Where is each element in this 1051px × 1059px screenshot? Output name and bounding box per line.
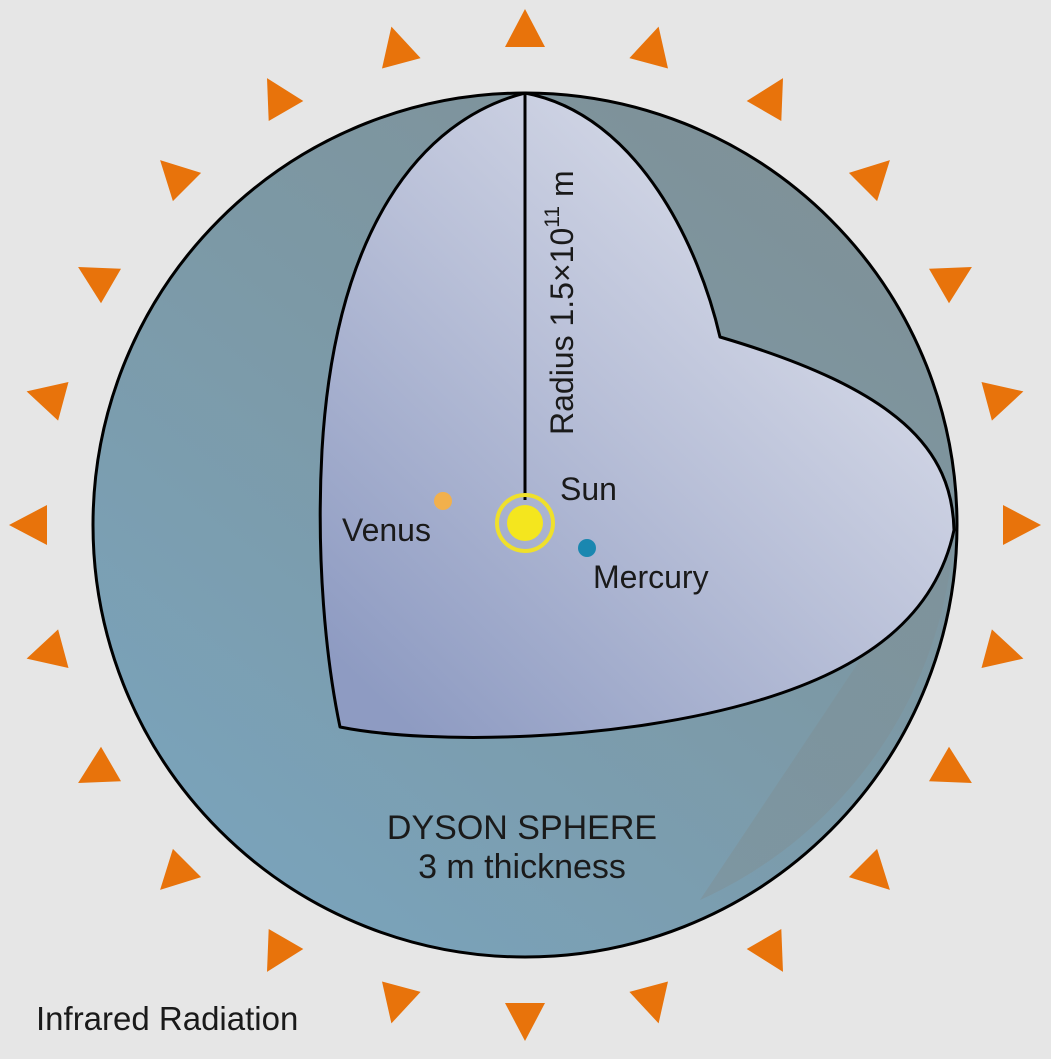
sun-dot [507, 505, 543, 541]
radiation-arrow-icon [160, 848, 202, 890]
radiation-arrow-icon [267, 78, 304, 121]
radius-label-unit: m [544, 170, 580, 206]
sphere-title: DYSON SPHERE [387, 809, 657, 847]
radiation-arrow-icon [929, 746, 972, 783]
radiation-arrow-icon [1003, 505, 1041, 545]
radiation-arrow-icon [629, 26, 668, 69]
sun-ring [495, 493, 555, 553]
sun-label: Sun [560, 471, 617, 507]
radiation-arrow-icon [505, 1003, 545, 1041]
cutaway-interior [318, 91, 956, 739]
radiation-arrows [9, 9, 1041, 1041]
radiation-arrow-icon [848, 160, 890, 202]
venus-dot [434, 492, 452, 510]
radius-label-prefix: Radius 1.5×10 [544, 228, 580, 435]
radiation-arrow-icon [629, 981, 668, 1024]
radius-label-exponent: 11 [541, 206, 564, 228]
mercury-dot [578, 539, 596, 557]
radiation-arrow-icon [981, 629, 1024, 668]
venus-label: Venus [342, 512, 431, 548]
radiation-arrow-icon [267, 929, 304, 972]
mercury-label: Mercury [593, 559, 709, 595]
radiation-arrow-icon [9, 505, 47, 545]
radiation-arrow-icon [981, 382, 1024, 421]
sphere-thickness: 3 m thickness [418, 848, 626, 886]
radiation-label: Infrared Radiation [36, 1000, 298, 1037]
radiation-arrow-icon [929, 267, 972, 304]
radiation-arrow-icon [505, 9, 545, 47]
radiation-arrow-icon [746, 78, 783, 121]
radiation-arrow-icon [78, 267, 121, 304]
radiation-arrow-icon [26, 629, 69, 668]
radiation-arrow-icon [78, 746, 121, 783]
radiation-arrow-icon [160, 160, 202, 202]
radiation-arrow-icon [382, 981, 421, 1024]
radiation-arrow-icon [848, 848, 890, 890]
radiation-arrow-icon [382, 26, 421, 69]
radius-label: Radius 1.5×1011 m [541, 170, 580, 435]
radiation-arrow-icon [26, 382, 69, 421]
radiation-arrow-icon [746, 929, 783, 972]
